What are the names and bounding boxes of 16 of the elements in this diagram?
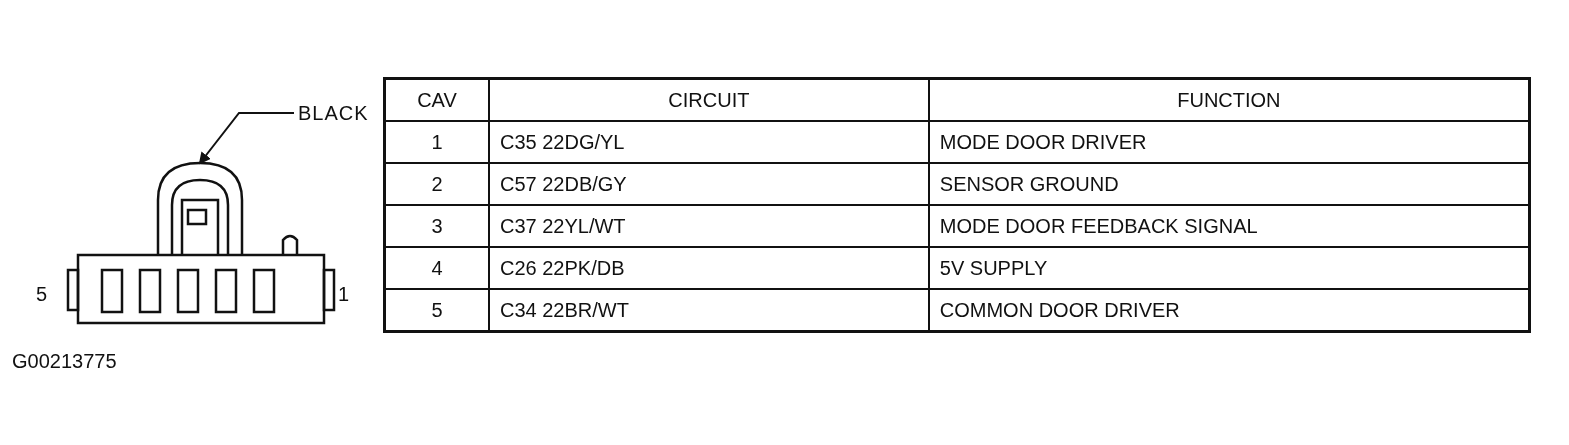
table-cell: 4 (384, 247, 489, 289)
connector-drawing (66, 161, 336, 325)
table-cell: C35 22DG/YL (489, 121, 929, 163)
table-cell: 3 (384, 205, 489, 247)
column-header: CIRCUIT (489, 78, 929, 121)
table-cell: C37 22YL/WT (489, 205, 929, 247)
figure-code: G00213775 (12, 350, 117, 373)
column-header: CAV (384, 78, 489, 121)
pin-number: 1 (338, 283, 350, 306)
table-cell: C26 22PK/DB (489, 247, 929, 289)
pin-number: 5 (36, 283, 48, 306)
table-cell: 2 (384, 163, 489, 205)
color-label: BLACK (298, 102, 369, 125)
leader-line (198, 112, 295, 165)
table-cell: 1 (384, 121, 489, 163)
table-cell: C57 22DB/GY (489, 163, 929, 205)
